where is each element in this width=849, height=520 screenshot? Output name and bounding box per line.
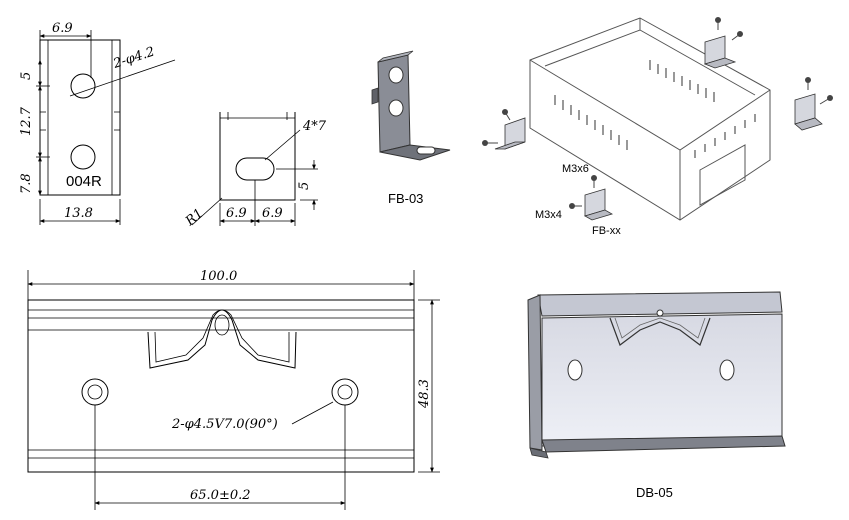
dim-004r-v2: 12.7 [19,106,34,136]
bracket-right [794,77,833,131]
bracket-label-fbxx: FB-xx [592,225,621,237]
part-label-004r: 004R [66,173,102,190]
fb03-bracket-render: FB-03 [371,50,451,206]
fb03-label: FB-03 [388,191,423,206]
dim-rail-holes: 2-φ4.5V7.0(90°) [171,417,278,432]
dim-slot-size: 4*7 [302,119,327,134]
dim-rail-spacing: 65.0±0.2 [190,488,251,503]
db05-rail-render: DB-05 [527,291,786,500]
bracket-left [482,109,526,150]
dim-slot-right: 6.9 [262,206,283,221]
dim-004r-top-width: 6.9 [52,21,73,36]
dim-004r-v1: 5 [19,72,34,80]
dim-004r-hole: 2-φ4.2 [111,44,157,72]
dim-rail-height: 48.3 [417,379,432,409]
screw-label-m3x4: M3x4 [535,209,562,221]
vent-slots [554,60,756,158]
dim-rail-length: 100.0 [200,269,237,284]
dim-004r-v3: 7.8 [19,173,34,194]
dim-slot-radius: R1 [182,206,206,230]
enclosure-exploded-view: M3x6 M3x4 FB-xx [482,17,833,237]
dim-004r-bottom-width: 13.8 [64,206,93,221]
dim-slot-v: 5 [297,182,312,190]
bracket-004r-drawing: 6.9 2-φ4.2 5 12.7 7.8 13.8 004R [19,21,176,225]
rail-front-drawing: 100.0 48.3 2-φ4.5V7.0(90°) 65.0±0.2 [27,269,440,510]
bracket-bottom [569,175,614,221]
screw-label-m3x6: M3x6 [562,163,589,175]
slot-plate-drawing: 4*7 5 R1 6.9 6.9 [182,112,327,230]
bracket-top-right [703,17,743,69]
db05-label: DB-05 [636,485,673,500]
dim-slot-left: 6.9 [226,206,247,221]
